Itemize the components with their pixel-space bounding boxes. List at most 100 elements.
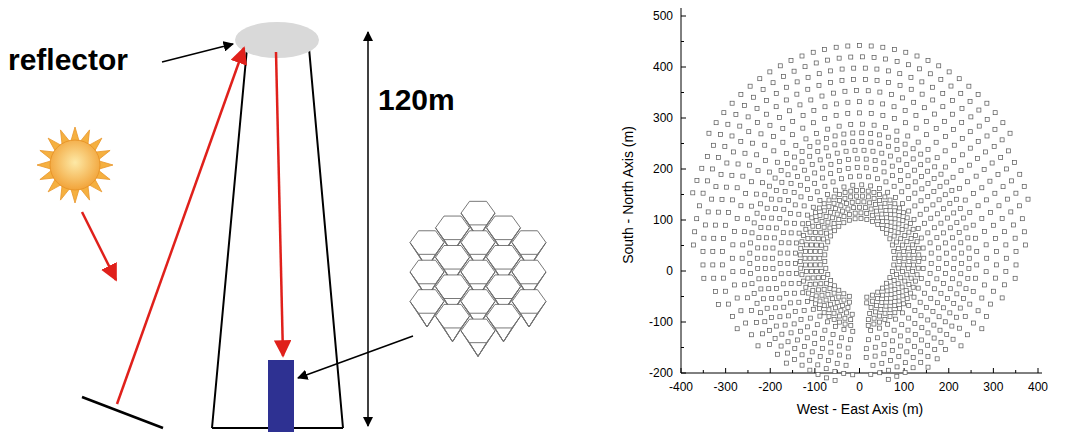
heliostat-marker: [895, 365, 899, 369]
dimension-label: 120m: [378, 85, 455, 115]
heliostat-marker: [864, 355, 868, 359]
heliostat-marker: [924, 120, 928, 124]
heliostat-marker: [866, 195, 870, 199]
heliostat-marker: [813, 256, 817, 260]
heliostat-marker: [730, 173, 734, 177]
heliostat-marker: [759, 226, 763, 230]
heliostat-marker: [997, 204, 1001, 208]
heliostat-marker: [926, 331, 930, 335]
heliostat-marker: [949, 84, 953, 88]
heliostat-marker: [882, 161, 886, 165]
heliostat-marker: [815, 190, 819, 194]
heliostat-marker: [846, 346, 850, 350]
heliostat-marker: [902, 263, 906, 267]
heliostat-marker: [980, 186, 984, 190]
heliostat-marker: [833, 143, 837, 147]
heliostat-marker: [768, 170, 772, 174]
heliostat-marker: [860, 131, 864, 135]
heliostat-marker: [893, 209, 897, 213]
heliostat-marker: [869, 131, 873, 135]
heliostat-marker: [912, 263, 916, 267]
heliostat-marker: [881, 293, 885, 297]
heliostat-marker: [712, 276, 716, 280]
heliostat-marker: [770, 296, 774, 300]
heliostat-marker: [742, 230, 746, 234]
heliostat-marker: [730, 134, 734, 138]
axis-title: South - North Axis (m): [621, 126, 635, 264]
heliostat-marker: [783, 189, 787, 193]
heliostat-marker: [830, 216, 834, 220]
heliostat-marker: [775, 226, 779, 230]
heliostat-marker: [818, 299, 822, 303]
heliostat-marker: [915, 240, 919, 244]
heliostat-marker: [888, 276, 892, 280]
heliostat-marker: [909, 87, 913, 91]
height-dimension: [367, 32, 369, 426]
heliostat-marker: [921, 246, 925, 250]
heliostat-marker: [705, 179, 709, 183]
heliostat-marker: [738, 124, 742, 128]
sun-ray: [82, 212, 116, 280]
heliostat-marker: [816, 372, 820, 376]
pointer-arrow: [162, 44, 233, 62]
heliostat-marker: [895, 148, 899, 152]
heliostat-marker: [834, 45, 838, 49]
heliostat-marker: [875, 336, 879, 340]
heliostat-marker: [1000, 138, 1004, 142]
heliostat-marker: [1004, 243, 1008, 247]
heliostat-marker: [735, 296, 739, 300]
heliostat-marker: [893, 195, 897, 199]
heliostat-marker: [824, 146, 828, 150]
heliostat-marker: [957, 282, 961, 286]
heliostat-marker: [784, 221, 788, 225]
heliostat-marker: [852, 206, 856, 210]
heliostat-marker: [820, 94, 824, 98]
heliostat-marker: [1018, 172, 1022, 176]
heliostat-marker: [876, 297, 880, 301]
heliostat-marker: [897, 158, 901, 162]
heliostat-marker: [932, 287, 936, 291]
heliostat-marker: [755, 211, 759, 215]
heliostat-marker: [863, 206, 867, 210]
heliostat-marker: [756, 344, 760, 348]
tick-mark: [681, 169, 686, 170]
heliostat-marker: [838, 320, 842, 324]
heliostat-marker: [884, 180, 888, 184]
heliostat-marker: [770, 216, 774, 220]
heliostat-marker: [898, 72, 902, 76]
heliostat-marker: [829, 234, 833, 238]
heliostat-marker: [837, 314, 841, 318]
heliostat-marker: [814, 211, 818, 215]
heliostat-marker: [827, 198, 831, 202]
heliostat-marker: [977, 124, 981, 128]
heliostat-marker: [807, 221, 811, 225]
heliostat-marker: [909, 75, 913, 79]
heliostat-marker: [781, 282, 785, 286]
heliostat-marker: [751, 141, 755, 145]
heliostat-marker: [963, 198, 967, 202]
heliostat-marker: [724, 289, 728, 293]
heliostat-marker: [831, 333, 835, 337]
heliostat-marker: [969, 115, 973, 119]
heliostat-marker: [950, 277, 954, 281]
heliostat-marker: [966, 333, 970, 337]
heliostat-marker: [739, 139, 743, 143]
heliostat-marker: [885, 281, 889, 285]
heliostat-marker: [875, 78, 879, 82]
heliostat-marker: [858, 44, 862, 48]
heliostat-marker: [850, 200, 854, 204]
heliostat-marker: [763, 143, 767, 147]
heliostat-marker: [799, 246, 803, 250]
heliostat-marker: [701, 191, 705, 195]
heliostat-marker: [917, 67, 921, 71]
heliostat-marker: [716, 210, 720, 214]
heliostat-marker: [890, 348, 894, 352]
heliostat-marker: [842, 328, 846, 332]
heliostat-marker: [843, 89, 847, 93]
heliostat-marker: [893, 217, 897, 221]
heliostat-marker: [860, 189, 864, 193]
heliostat-marker: [907, 282, 911, 286]
heliostat-marker: [900, 190, 904, 194]
heliostat-marker: [725, 161, 729, 165]
heliostat-marker: [809, 243, 813, 247]
